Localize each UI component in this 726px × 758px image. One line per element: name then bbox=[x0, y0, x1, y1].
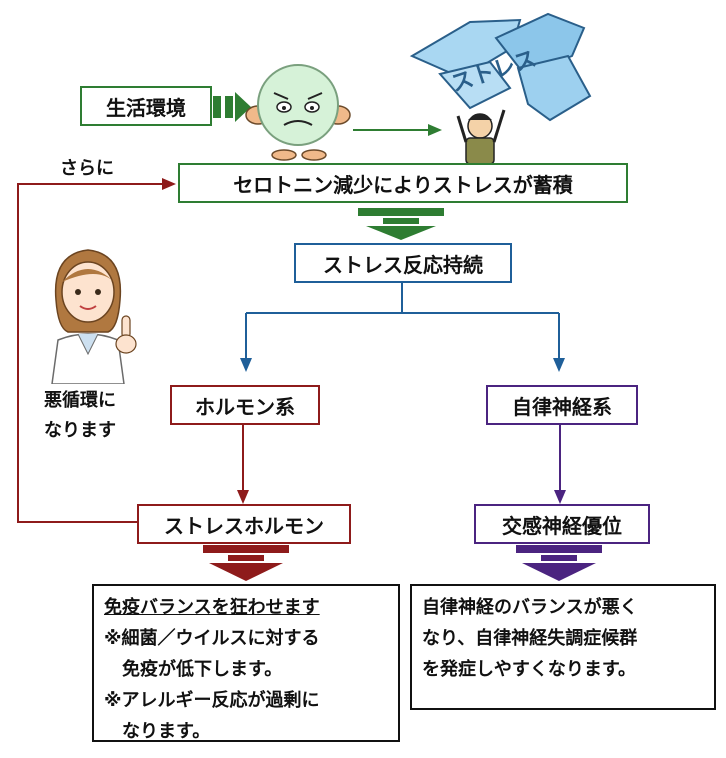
serotonin-down-arrow bbox=[358, 208, 444, 240]
stress-blocks-icon: ストレス bbox=[409, 12, 592, 122]
autonomic-arrow bbox=[554, 424, 566, 504]
sympathetic-box: 交感神経優位 bbox=[474, 504, 650, 544]
branch-lines bbox=[240, 281, 565, 372]
sympathetic-down-arrow bbox=[516, 545, 602, 581]
further-label: さらに bbox=[60, 158, 114, 179]
feedback-loop bbox=[17, 178, 176, 523]
immune-heading: 免疫バランスを狂わせます bbox=[104, 597, 320, 618]
hormone-system-label: ホルモン系 bbox=[195, 394, 295, 419]
autonomic-effect-line1: 自律神経のバランスが悪く bbox=[422, 597, 638, 618]
lifestyle-box: 生活環境 bbox=[80, 86, 212, 126]
lifestyle-arrow bbox=[213, 92, 251, 122]
doctor-icon bbox=[51, 249, 137, 384]
autonomic-effect-box: 自律神経のバランスが悪く なり、自律神経失調症候群 を発症しやすくなります。 bbox=[410, 584, 716, 710]
immune-line3: ※アレルギー反応が過剰に bbox=[104, 690, 320, 711]
vicious-cycle-line1: 悪循環に bbox=[44, 390, 116, 411]
tired-character-illustration bbox=[245, 64, 351, 161]
sympathetic-label: 交感神経優位 bbox=[502, 513, 622, 538]
stress-continues-box: ストレス反応持続 bbox=[294, 243, 512, 283]
serotonin-box: セロトニン減少によりストレスが蓄積 bbox=[178, 163, 628, 203]
hormone-arrow bbox=[237, 424, 249, 504]
vicious-cycle-line2: なります bbox=[44, 420, 116, 441]
lifestyle-label: 生活環境 bbox=[106, 95, 186, 120]
stress-weight-illustration: ストレス bbox=[409, 12, 592, 165]
serotonin-label: セロトニン減少によりストレスが蓄積 bbox=[233, 172, 573, 197]
stress-hormone-down-arrow bbox=[203, 545, 289, 581]
stress-hormone-box: ストレスホルモン bbox=[137, 504, 351, 544]
immune-line4: なります。 bbox=[122, 721, 211, 742]
autonomic-system-label: 自律神経系 bbox=[512, 394, 612, 419]
immune-effect-box: 免疫バランスを狂わせます ※細菌／ウイルスに対する 免疫が低下します。 ※アレル… bbox=[92, 584, 400, 742]
tired-face-icon bbox=[245, 64, 351, 161]
character-to-man-arrow bbox=[353, 124, 442, 136]
autonomic-system-box: 自律神経系 bbox=[486, 385, 638, 425]
immune-line2: 免疫が低下します。 bbox=[122, 659, 283, 680]
autonomic-effect-line2: なり、自律神経失調症候群 bbox=[422, 628, 638, 649]
hormone-system-box: ホルモン系 bbox=[170, 385, 320, 425]
stressed-man-icon bbox=[456, 109, 506, 165]
stress-continues-label: ストレス反応持続 bbox=[323, 252, 483, 277]
immune-line1: ※細菌／ウイルスに対する bbox=[104, 628, 320, 649]
autonomic-effect-line3: を発症しやすくなります。 bbox=[422, 659, 637, 680]
stress-hormone-label: ストレスホルモン bbox=[164, 513, 324, 538]
doctor-illustration bbox=[51, 249, 137, 384]
